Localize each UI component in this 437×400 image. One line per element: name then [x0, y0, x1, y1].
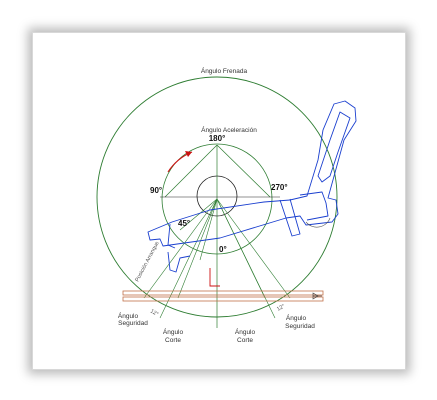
rail-top: [122, 290, 324, 296]
label-angulo-corte-right-2: Corte: [237, 337, 253, 344]
label-angulo-seguridad-left-2: Seguridad: [118, 320, 148, 327]
diagram-frame: [32, 32, 406, 370]
label-angulo-seguridad-right-2: Seguridad: [285, 323, 315, 330]
rotation-arrow-head: [185, 151, 192, 157]
red-bracket: [209, 268, 220, 287]
label-small-angle-left: 12°: [149, 309, 159, 318]
label-angulo-frenada: Ángulo Frenada: [201, 66, 248, 75]
label-posicion-arranque: Posición Arranque: [134, 241, 160, 283]
rail-bottom: [122, 296, 324, 302]
label-small-angle-right: 12°: [276, 303, 286, 312]
label-0: 0°: [219, 245, 227, 254]
mechanism-arm: [147, 100, 357, 273]
label-angulo-corte-left-1: Ángulo: [163, 327, 184, 336]
label-angulo-corte-left-2: Corte: [165, 337, 181, 344]
label-90: 90°: [150, 186, 162, 195]
label-angulo-seguridad-right-1: Ángulo: [286, 313, 307, 322]
label-270: 270°: [271, 183, 288, 192]
label-45: 45°: [178, 219, 190, 228]
label-angulo-corte-right-1: Ángulo: [235, 327, 256, 336]
label-angulo-seguridad-left-1: Ángulo: [118, 311, 139, 320]
triangle-line-left: [164, 144, 218, 198]
label-angulo-aceleracion: Ángulo Aceleración: [201, 125, 257, 134]
triangle-line-right: [216, 144, 271, 198]
right-end-arc: [305, 217, 331, 228]
label-180: 180°: [209, 134, 226, 143]
